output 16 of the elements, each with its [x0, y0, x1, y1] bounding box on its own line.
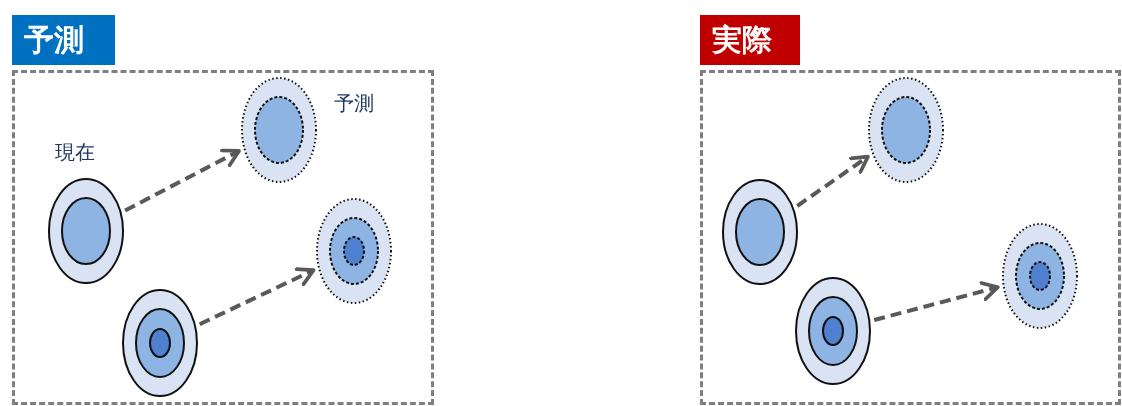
title-tag: 実際 [700, 15, 800, 65]
text-label: 現在 [55, 139, 95, 166]
dashed-arrow [124, 148, 241, 213]
text-label: 予測 [334, 90, 374, 117]
concentric-ellipse-icon [1002, 223, 1078, 329]
nested-ellipse-icon [868, 77, 944, 183]
concentric-ellipse-icon [795, 277, 871, 385]
dashed-arrow [873, 281, 1000, 322]
dashed-arrow [198, 267, 316, 326]
nested-ellipse-icon [722, 179, 798, 285]
concentric-ellipse-icon [316, 198, 392, 304]
dashed-arrow [796, 154, 870, 208]
concentric-ellipse-icon [122, 289, 198, 397]
nested-ellipse-icon [241, 77, 317, 183]
nested-ellipse-icon [48, 178, 124, 284]
title-tag: 予測 [12, 15, 115, 65]
